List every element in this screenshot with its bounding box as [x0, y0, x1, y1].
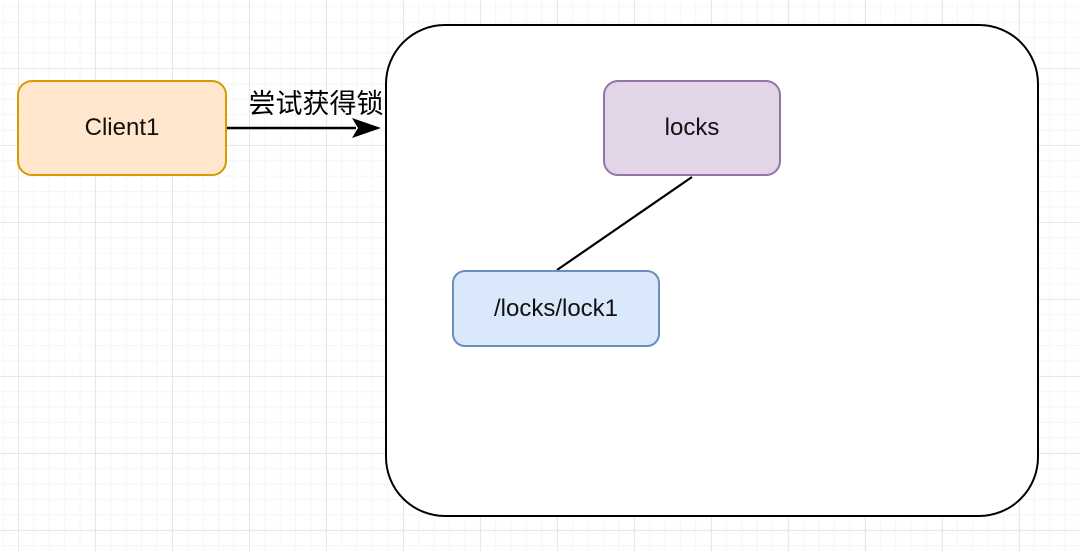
- acquire-lock-arrowhead-icon: [352, 118, 381, 138]
- lock1-node: /locks/lock1: [452, 270, 660, 347]
- acquire-lock-edge-label: 尝试获得锁: [248, 88, 384, 119]
- lock1-node-label: /locks/lock1: [493, 294, 619, 322]
- client1-node: Client1: [17, 80, 227, 176]
- client1-node-label: Client1: [84, 114, 160, 141]
- locks-node-label: locks: [664, 114, 720, 141]
- locks-node: locks: [603, 80, 781, 176]
